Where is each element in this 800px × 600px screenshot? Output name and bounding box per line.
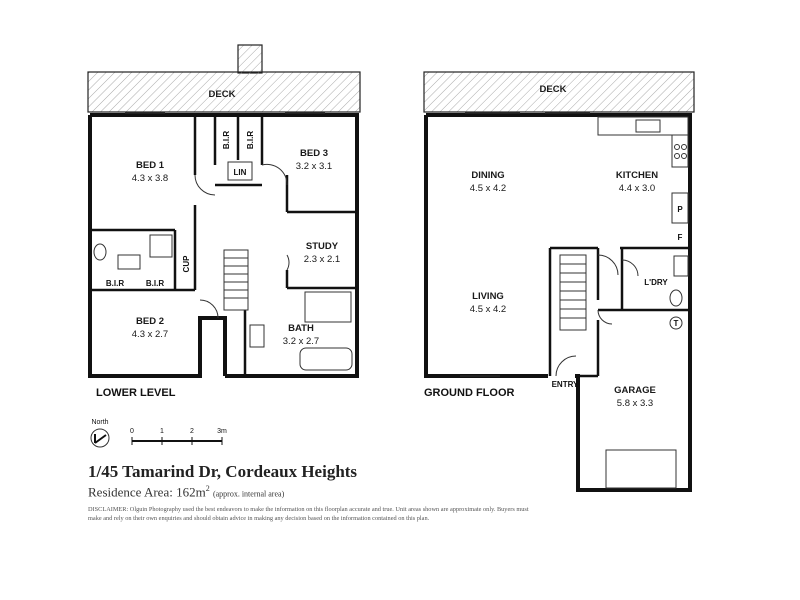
room-bath-size: 3.2 x 2.7 <box>283 336 319 347</box>
room-study-name: STUDY <box>306 241 339 252</box>
bir-label-2: B.I.R <box>246 131 255 149</box>
room-living-name: LIVING <box>472 291 504 302</box>
room-kitchen-size: 4.4 x 3.0 <box>619 183 655 194</box>
north-label: North <box>91 419 108 426</box>
residence-area: Residence Area: 162m2 (approx. internal … <box>88 484 648 500</box>
laundry-tub <box>673 255 689 277</box>
ground-floor-plan: DECK P F <box>423 71 695 492</box>
pantry-label: P <box>677 205 683 214</box>
bath-shower <box>304 291 352 323</box>
kitchen-sink <box>635 119 661 133</box>
room-bed1-name: BED 1 <box>136 160 165 171</box>
room-bed1-size: 4.3 x 3.8 <box>132 173 168 184</box>
bir-label-4: B.I.R <box>146 279 164 288</box>
ensuite-vanity <box>117 254 141 270</box>
chimney <box>237 44 263 74</box>
ground-deck-label: DECK <box>540 84 567 95</box>
tank-symbol <box>669 316 683 330</box>
room-dining-size: 4.5 x 4.2 <box>470 183 506 194</box>
laundry-label: L'DRY <box>644 278 668 287</box>
bath-vanity <box>249 324 265 348</box>
plan-footer: 1/45 Tamarind Dr, Cordeaux Heights Resid… <box>88 462 648 500</box>
ensuite-shower <box>149 234 173 258</box>
ground-stairs <box>559 254 587 331</box>
room-bath-name: BATH <box>288 323 314 334</box>
ensuite-toilet <box>93 243 107 261</box>
area-label: Residence Area: 162m <box>88 484 206 500</box>
bath-tub <box>299 347 353 371</box>
scale-tick-0: 0 <box>130 428 134 435</box>
room-dining-name: DINING <box>471 170 504 181</box>
room-bed3-size: 3.2 x 3.1 <box>296 161 332 172</box>
scale-tick-2: 2 <box>190 428 194 435</box>
entry-label: ENTRY <box>552 380 579 389</box>
property-address: 1/45 Tamarind Dr, Cordeaux Heights <box>88 462 358 481</box>
room-bed3-name: BED 3 <box>300 148 328 159</box>
lower-deck <box>87 71 361 113</box>
tank-label: T <box>674 319 679 328</box>
fridge-label: F <box>678 233 683 242</box>
scale-tick-3: 3m <box>217 428 227 435</box>
lower-stairs <box>223 249 249 311</box>
area-unit-sup: 2 <box>205 484 210 493</box>
scale-bar: 0 1 2 3m <box>130 428 227 445</box>
lower-level-heading: LOWER LEVEL <box>96 387 176 399</box>
lower-deck-label: DECK <box>209 89 236 100</box>
room-living-size: 4.5 x 4.2 <box>470 304 506 315</box>
garage-door <box>605 449 677 489</box>
laundry-toilet <box>669 289 683 307</box>
area-note: (approx. internal area) <box>212 489 285 499</box>
north-indicator: North <box>90 419 110 448</box>
room-bed2-size: 4.3 x 2.7 <box>132 329 168 340</box>
bir-label-3: B.I.R <box>106 279 124 288</box>
cup-label: CUP <box>182 255 191 273</box>
room-study-size: 2.3 x 2.1 <box>304 254 340 265</box>
ground-floor-heading: GROUND FLOOR <box>424 387 514 399</box>
lower-level-plan: DECK <box>87 44 361 399</box>
ground-deck <box>423 71 695 113</box>
bir-label-1: B.I.R <box>222 131 231 149</box>
disclaimer: DISCLAIMER: Olguin Photography used the … <box>88 506 529 522</box>
scale-tick-1: 1 <box>160 428 164 435</box>
room-kitchen-name: KITCHEN <box>616 170 658 181</box>
kitchen-bench-side <box>671 134 689 168</box>
lin-label: LIN <box>234 168 247 177</box>
room-bed2-name: BED 2 <box>136 316 164 327</box>
room-garage-name: GARAGE <box>614 385 656 396</box>
room-garage-size: 5.8 x 3.3 <box>617 398 653 409</box>
